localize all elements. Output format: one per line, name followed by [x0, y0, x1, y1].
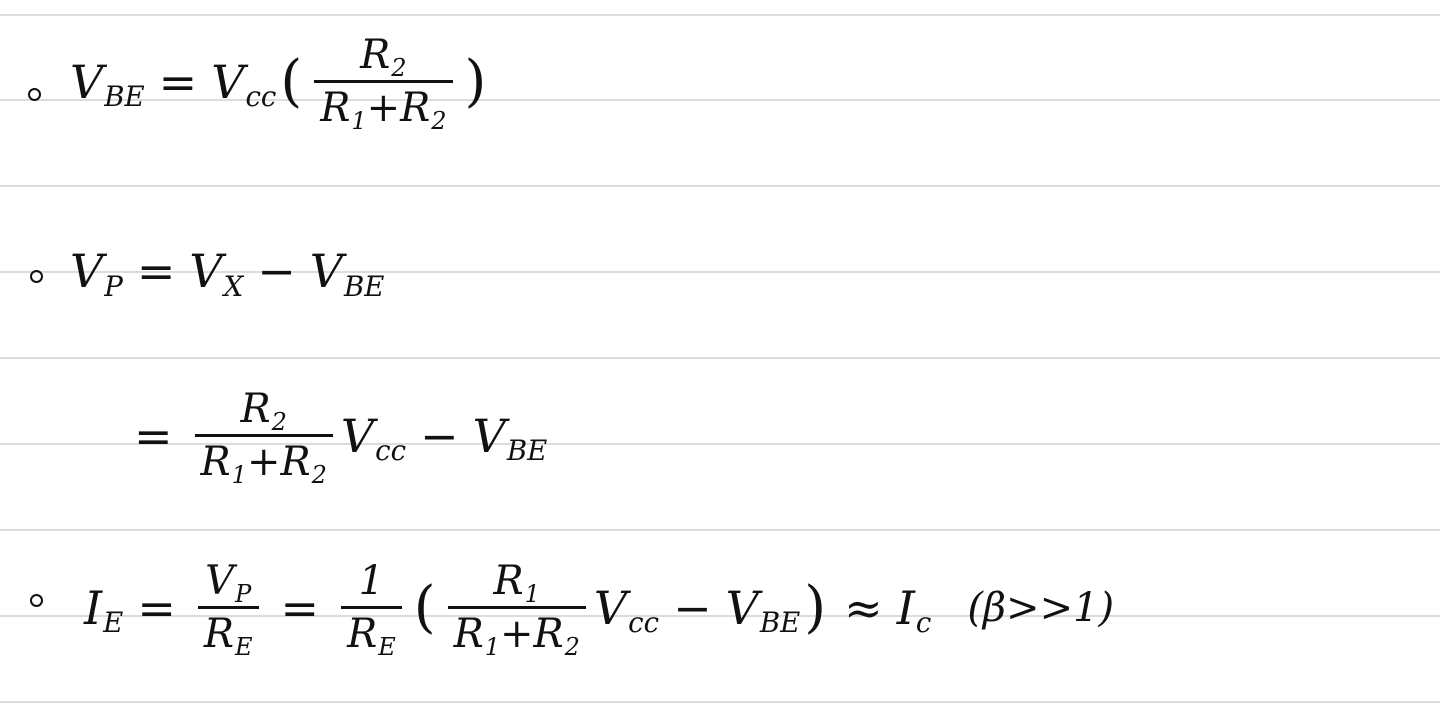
- ruled-line: [0, 185, 1440, 187]
- ruled-line: [0, 357, 1440, 359]
- fraction-bar: [194, 434, 333, 437]
- fraction-denominator: R1+R2: [453, 611, 580, 661]
- fraction-numerator: VP: [205, 558, 252, 608]
- vcc-symbol: Vcc: [340, 408, 407, 468]
- fraction-numerator: 1: [358, 558, 385, 604]
- one-over-re-fraction: 1 RE: [341, 558, 402, 661]
- equals-sign: =: [158, 54, 198, 109]
- open-paren: (: [413, 574, 436, 640]
- close-paren: ): [464, 48, 487, 114]
- equals-sign: =: [136, 244, 176, 298]
- bullet-point: [30, 594, 43, 607]
- equation-vp-expanded: = R2 R1+R2 Vcc − VBE: [120, 386, 548, 489]
- equals-sign: =: [280, 580, 320, 635]
- equals-sign: =: [134, 408, 173, 463]
- vcc-symbol: Vcc: [593, 580, 660, 640]
- equals-sign: =: [137, 580, 176, 635]
- fraction-bar: [314, 80, 453, 83]
- ruled-line: [0, 701, 1440, 703]
- vx-symbol: VX: [189, 244, 244, 303]
- vbe-symbol: VBE: [725, 580, 801, 640]
- fraction-numerator: R2: [360, 32, 407, 82]
- divider-fraction: R2 R1+R2: [314, 32, 453, 135]
- approx-sign: ≈: [844, 580, 883, 635]
- vcc-symbol: Vcc: [211, 54, 277, 114]
- fraction-numerator: R1: [493, 558, 540, 608]
- close-paren: ): [804, 574, 827, 640]
- beta-condition: (β>>1): [967, 584, 1115, 631]
- ruled-line: [0, 529, 1440, 531]
- fraction-denominator: R1+R2: [320, 85, 447, 135]
- minus-sign: −: [673, 580, 712, 635]
- bullet-point: [30, 270, 43, 283]
- minus-sign: −: [257, 244, 296, 298]
- vbe-symbol: VBE: [472, 408, 548, 468]
- equation-vp: VP = VX − VBE: [70, 244, 385, 303]
- equation-ie: IE = VP RE = 1 RE ( R1 R1+R2 Vcc − VBE )…: [84, 558, 1115, 661]
- fraction-bar: [447, 606, 586, 609]
- fraction-bar: [341, 606, 402, 609]
- divider-fraction: R1 R1+R2: [447, 558, 586, 661]
- vbe-symbol: VBE: [309, 244, 385, 303]
- open-paren: (: [280, 48, 303, 114]
- fraction-denominator: RE: [203, 611, 253, 661]
- vp-symbol: VP: [70, 244, 123, 303]
- divider-fraction: R2 R1+R2: [194, 386, 333, 489]
- bullet-point: [28, 88, 41, 101]
- ruled-line: [0, 615, 1440, 617]
- minus-sign: −: [420, 408, 459, 463]
- ruled-line: [0, 14, 1440, 16]
- ie-symbol: IE: [84, 580, 124, 640]
- fraction-numerator: R2: [240, 386, 287, 436]
- vbe-symbol: VBE: [70, 54, 145, 114]
- fraction-bar: [197, 606, 259, 609]
- ruled-line: [0, 99, 1440, 101]
- ic-symbol: Ic: [896, 580, 932, 640]
- fraction-denominator: RE: [347, 611, 396, 661]
- equation-vbe: VBE = Vcc ( R2 R1+R2 ): [70, 32, 490, 135]
- vp-over-re-fraction: VP RE: [197, 558, 259, 661]
- ruled-line: [0, 443, 1440, 445]
- fraction-denominator: R1+R2: [200, 439, 327, 489]
- ruled-line: [0, 271, 1440, 273]
